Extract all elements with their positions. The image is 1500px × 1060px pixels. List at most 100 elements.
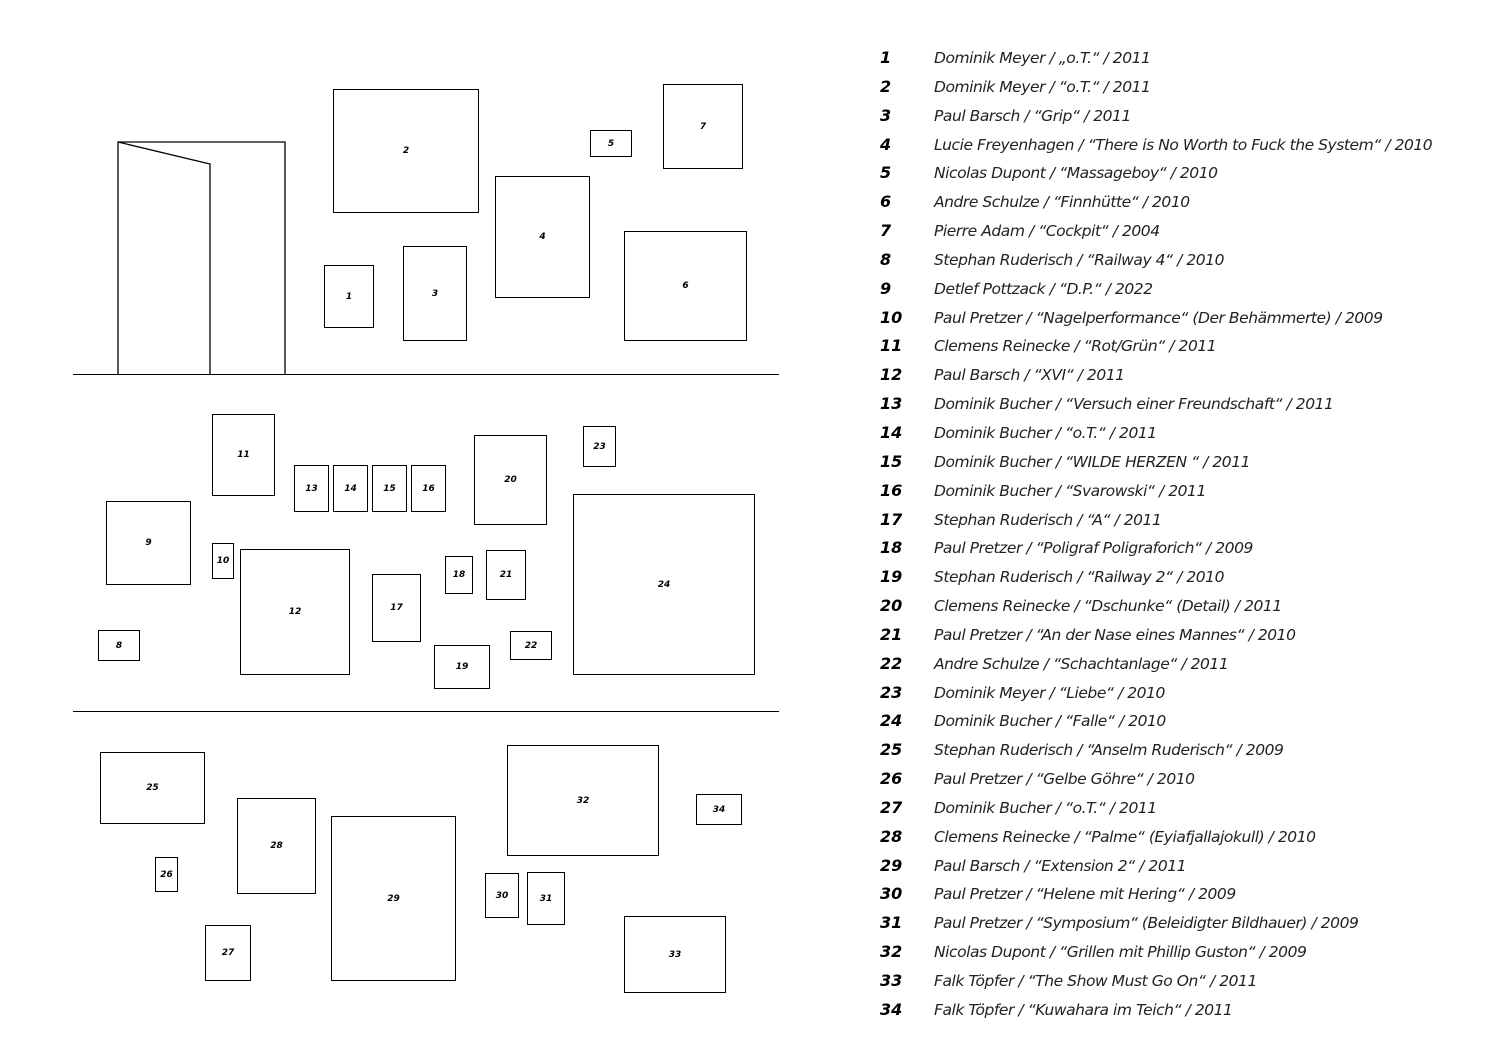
- frame-number: 19: [455, 662, 469, 672]
- legend-row: 21 Paul Pretzer / “An der Nase eines Mann…: [880, 621, 1480, 650]
- frame-28: 28: [237, 798, 316, 894]
- legend-number: 32: [880, 942, 903, 962]
- frame-26: 26: [155, 857, 178, 892]
- frame-number: 10: [216, 556, 230, 566]
- frame-32: 32: [507, 745, 659, 856]
- frame-5: 5: [590, 130, 632, 157]
- legend-number: 18: [880, 538, 903, 558]
- frame-13: 13: [294, 465, 329, 512]
- legend-number: 12: [880, 365, 903, 385]
- legend-number: 11: [880, 336, 903, 356]
- legend-artwork-text: Falk Töpfer / “The Show Must Go On“ / 20…: [934, 972, 1257, 990]
- legend-artwork-text: Paul Pretzer / “Symposium“ (Beleidigter …: [934, 914, 1359, 933]
- frame-2: 2: [333, 89, 479, 213]
- legend-number: 19: [880, 567, 903, 587]
- legend-artwork-text: Stephan Ruderisch / “Anselm Ruderisch“ /…: [934, 741, 1284, 760]
- frame-14: 14: [333, 465, 368, 512]
- legend-number: 33: [880, 971, 903, 990]
- legend-number: 30: [880, 884, 903, 904]
- frame-7: 7: [663, 84, 743, 169]
- frame-21: 21: [486, 550, 526, 600]
- frame-19: 19: [434, 645, 490, 689]
- legend-row: 16 Dominik Bucher / “Svarowski“ / 2011: [880, 477, 1480, 506]
- legend-artwork-text: Paul Pretzer / “Nagelperformance“ (Der B…: [934, 308, 1383, 327]
- legend-artwork-text: Clemens Reinecke / “Palme“ (Eyiafjallajo…: [934, 827, 1316, 846]
- door-outline: [117, 141, 286, 374]
- legend-artwork-text: Paul Pretzer / “An der Nase eines Mannes…: [934, 625, 1296, 644]
- legend-artwork-text: Paul Barsch / “Grip“ / 2011: [934, 106, 1131, 125]
- frame-number: 13: [305, 483, 318, 494]
- frame-number: 28: [270, 841, 283, 851]
- frame-number: 15: [383, 483, 396, 494]
- legend-row: 29 Paul Barsch / “Extension 2“ / 2011: [880, 852, 1480, 881]
- frame-number: 2: [402, 146, 410, 156]
- frame-number: 3: [431, 288, 439, 299]
- frame-number: 4: [539, 232, 546, 242]
- legend-artwork-text: Dominik Bucher / “Versuch einer Freundsc…: [934, 395, 1334, 414]
- legend-number: 24: [880, 711, 903, 731]
- frame-33: 33: [624, 916, 726, 993]
- frame-20: 20: [474, 435, 547, 525]
- legend-number: 14: [880, 422, 903, 442]
- legend-number: 1: [880, 48, 892, 67]
- frame-12: 12: [240, 549, 350, 675]
- frame-number: 7: [699, 121, 707, 132]
- legend-number: 21: [880, 624, 903, 644]
- frame-34: 34: [696, 794, 742, 825]
- legend-artwork-text: Andre Schulze / “Finnhütte“ / 2010: [934, 193, 1190, 212]
- legend-artwork-text: Paul Barsch / “XVI“ / 2011: [934, 366, 1125, 385]
- legend-number: 7: [880, 221, 892, 241]
- wall-divider-line: [73, 374, 779, 375]
- legend-number: 16: [880, 480, 903, 500]
- frame-number: 8: [115, 640, 123, 651]
- frame-number: 21: [499, 570, 513, 580]
- legend-artwork-text: Dominik Meyer / „o.T.“ / 2011: [934, 49, 1151, 67]
- legend-number: 8: [880, 249, 892, 269]
- frame-29: 29: [331, 816, 456, 981]
- legend-artwork-text: Lucie Freyenhagen / “There is No Worth t…: [934, 135, 1433, 154]
- legend-number: 5: [880, 163, 892, 183]
- wall-divider-line: [73, 711, 779, 712]
- legend-artwork-text: Clemens Reinecke / “Dschunke“ (Detail) /…: [934, 597, 1282, 616]
- frame-3: 3: [403, 246, 467, 341]
- legend-artwork-text: Dominik Bucher / “Svarowski“ / 2011: [934, 481, 1206, 500]
- legend-artwork-text: Dominik Bucher / “WILDE HERZEN “ / 2011: [934, 452, 1251, 471]
- legend-number: 26: [880, 769, 903, 789]
- legend-number: 29: [880, 855, 903, 875]
- legend-number: 25: [880, 740, 903, 760]
- legend-number: 20: [880, 596, 903, 616]
- frame-30: 30: [485, 873, 519, 918]
- frame-25: 25: [100, 752, 205, 824]
- legend-artwork-text: Paul Barsch / “Extension 2“ / 2011: [934, 856, 1187, 875]
- legend-artwork-text: Paul Pretzer / “Poligraf Poligraforich“ …: [934, 539, 1253, 558]
- frame-number: 16: [422, 483, 435, 494]
- legend-number: 27: [880, 797, 903, 817]
- legend-number: 34: [880, 999, 903, 1019]
- frame-number: 31: [539, 893, 553, 904]
- legend-row: 1 Dominik Meyer / „o.T.“ / 2011: [880, 44, 1480, 73]
- frame-number: 26: [160, 869, 173, 880]
- frame-31: 31: [527, 872, 565, 925]
- frame-15: 15: [372, 465, 407, 512]
- legend-row: 18 Paul Pretzer / “Poligraf Poligraforich…: [880, 534, 1480, 563]
- legend-number: 2: [880, 76, 892, 96]
- legend-artwork-text: Nicolas Dupont / “Grillen mit Phillip Gu…: [934, 943, 1307, 962]
- frame-27: 27: [205, 925, 251, 981]
- legend-row: 32 Nicolas Dupont / “Grillen mit Phillip …: [880, 938, 1480, 967]
- legend-row: 12 Paul Barsch / “XVI“ / 2011: [880, 361, 1480, 390]
